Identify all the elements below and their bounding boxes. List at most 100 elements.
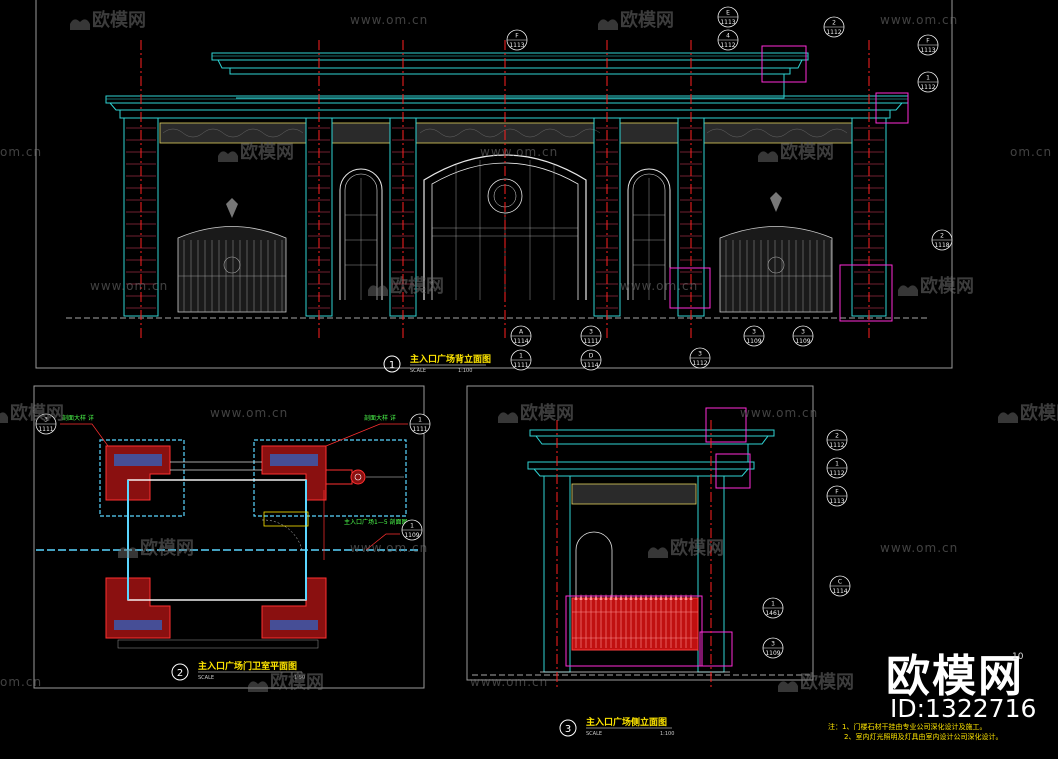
bubble-label-bottom: 1111 xyxy=(412,426,427,433)
bubble-label-top: 2 xyxy=(835,433,839,440)
plan-walls xyxy=(105,445,404,639)
brand-stamp: 欧模网 10 ID:1322716 xyxy=(886,640,1046,750)
view-title-3: 3 主入口广场侧立面图 SCALE 1:100 xyxy=(559,716,674,737)
bubble-label-bottom: 1112 xyxy=(720,42,735,49)
arched-windows xyxy=(339,168,671,300)
bubble-label-top: D xyxy=(589,353,594,360)
bubble-label-top: 3 xyxy=(44,417,48,424)
watermark-url: www.om.cn xyxy=(350,541,428,555)
ref-bubble-side: 2 1112 xyxy=(826,429,848,451)
guard-room-plan-view: 剖面大样 详 剖面大样 详 主入口广场1—5 剖面图 xyxy=(33,385,425,689)
scale-value-1: 1:100 xyxy=(458,368,472,374)
bubble-label-bottom: 1112 xyxy=(829,442,844,449)
red-fence-panel xyxy=(571,594,699,651)
watermark-url: www.om.cn xyxy=(880,541,958,555)
frieze-panels xyxy=(159,122,853,144)
view-title-1: 1 主入口广场背立面图 SCALE 1:100 xyxy=(383,353,491,374)
view-number-3: 3 xyxy=(565,724,571,735)
watermark-brand: 欧模网 xyxy=(920,275,974,297)
bubble-label-bottom: 1111 xyxy=(583,338,598,345)
scale-label-1: SCALE xyxy=(410,368,426,374)
bubble-label-top: A xyxy=(519,329,524,336)
watermark-brand: 欧模网 xyxy=(1020,402,1058,424)
bubble-label-top: 4 xyxy=(726,33,730,40)
watermark-brand: 欧模网 xyxy=(270,671,324,693)
bubble-label-top: 3 xyxy=(771,641,775,648)
bubble-label-bottom: 1113 xyxy=(829,498,844,505)
side-elevation-view xyxy=(466,385,814,690)
watermark-url: www.om.cn xyxy=(480,145,558,159)
ref-bubble-top: E 1113 xyxy=(717,6,739,28)
reference-bubbles: F1113E11134111221112F11131111221118A1114… xyxy=(35,6,953,659)
bubble-label-top: E xyxy=(726,10,730,17)
note-line-2: 2、室内灯光照明及灯具由室内设计公司深化设计。 xyxy=(844,733,1003,741)
watermark-layer: 欧模网欧模网欧模网欧模网欧模网欧模网欧模网欧模网欧模网欧模网欧模网欧模网欧模网w… xyxy=(0,9,1058,693)
bubble-label-top: 1 xyxy=(418,417,422,424)
ref-bubble-top: 2 1118 xyxy=(931,229,953,251)
watermark-brand: 欧模网 xyxy=(780,141,834,163)
bubble-label-bottom: 1114 xyxy=(583,362,598,369)
bubble-label-bottom: 1111 xyxy=(513,362,528,369)
bubble-label-top: 3 xyxy=(752,329,756,336)
plan-leader-lines xyxy=(60,423,408,560)
bubble-label-top: 1 xyxy=(926,75,930,82)
bubble-label-bottom: 1113 xyxy=(720,19,735,26)
watermark-url: www.om.cn xyxy=(470,675,548,689)
view-title-text-1: 主入口广场背立面图 xyxy=(410,353,491,365)
scale-label-3: SCALE xyxy=(586,731,602,737)
bubble-label-bottom: 1112 xyxy=(920,84,935,91)
view-title-2: 2 主入口广场门卫室平面图 SCALE 1:50 xyxy=(171,660,305,681)
watermark-url: www.om.cn xyxy=(210,406,288,420)
watermark-brand: 欧模网 xyxy=(10,402,64,424)
view-number-1: 1 xyxy=(389,360,395,371)
ref-bubble-bottom: 3 1109 xyxy=(743,325,765,347)
ref-bubble-side: 1 1112 xyxy=(826,457,848,479)
bubble-label-top: 2 xyxy=(832,20,836,27)
bubble-label-bottom: 1111 xyxy=(38,426,53,433)
bubble-label-bottom: 1109 xyxy=(765,650,780,657)
axis-lines xyxy=(140,40,870,340)
bubble-label-top: 3 xyxy=(698,351,702,358)
watermark-brand: 欧模网 xyxy=(140,537,194,559)
bubble-label-bottom: 1109 xyxy=(795,338,810,345)
ref-bubble-bottom: 3 1111 xyxy=(580,325,602,347)
watermark-brand: 欧模网 xyxy=(520,402,574,424)
ref-bubble-plan: 3 1111 xyxy=(35,413,57,435)
watermark-url: www.om.cn xyxy=(880,13,958,27)
model-id: ID:1322716 xyxy=(890,694,1037,723)
section-ref-label: 主入口广场1—5 剖面图 xyxy=(344,518,408,526)
bubble-label-top: 1 xyxy=(835,461,839,468)
scale-label-2: SCALE xyxy=(198,675,214,681)
bubble-label-top: F xyxy=(926,38,930,45)
bubble-label-bottom: 1109 xyxy=(746,338,761,345)
drawing-notes: 注：1、门楼石材干挂由专业公司深化设计及施工。 2、室内灯光照明及灯具由室内设计… xyxy=(828,722,1058,742)
bubble-label-top: 2 xyxy=(940,233,944,240)
ref-bubble-top: 1 1112 xyxy=(917,71,939,93)
bubble-label-bottom: 1461 xyxy=(765,610,780,617)
bubble-label-bottom: 1112 xyxy=(829,470,844,477)
rear-elevation-view xyxy=(35,0,953,369)
watermark-brand: 欧模网 xyxy=(670,537,724,559)
bubble-label-bottom: 1114 xyxy=(513,338,528,345)
bubble-label-top: 3 xyxy=(589,329,593,336)
bubble-label-bottom: 1114 xyxy=(832,588,847,595)
section-detail-label-left: 剖面大样 详 xyxy=(62,414,94,422)
bubble-label-bottom: 1118 xyxy=(934,242,949,249)
view-title-text-2: 主入口广场门卫室平面图 xyxy=(198,660,297,672)
page-number: 10 xyxy=(1012,652,1024,662)
watermark-url-short: om.cn xyxy=(0,145,42,159)
main-cornice xyxy=(105,95,909,119)
section-detail-label-right: 剖面大样 详 xyxy=(364,414,396,422)
bubble-label-bottom: 1112 xyxy=(692,360,707,367)
scale-value-3: 1:100 xyxy=(660,731,674,737)
